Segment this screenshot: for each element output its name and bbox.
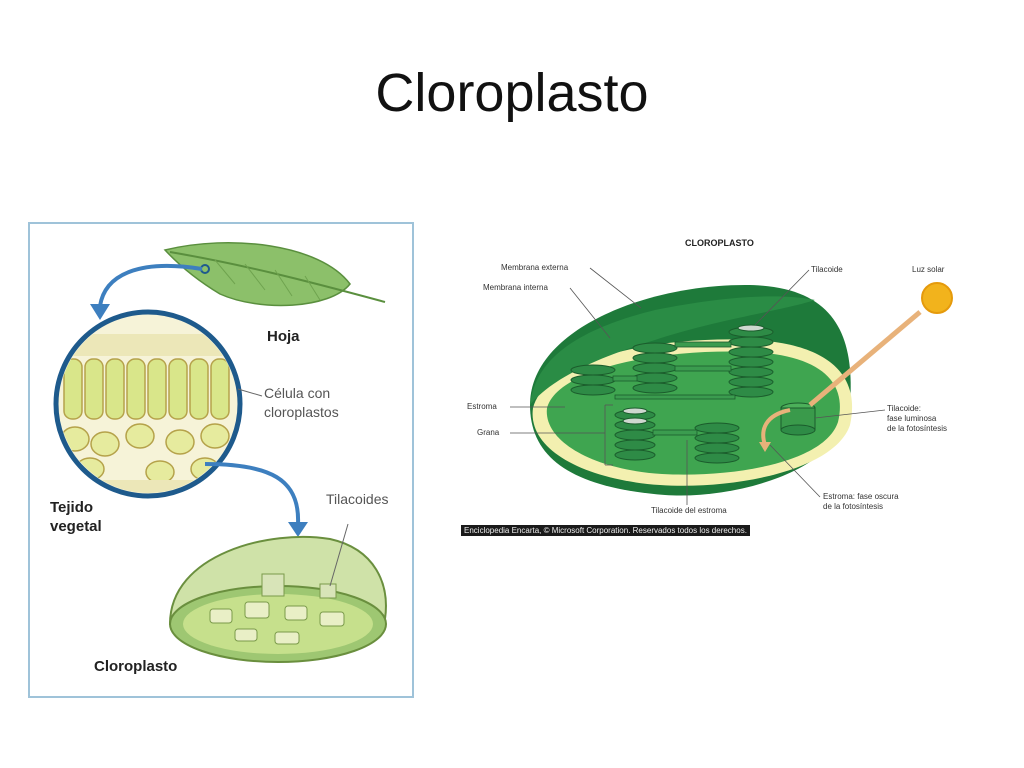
slide-title: Cloroplasto (375, 63, 649, 123)
label-leaf: Hoja (267, 328, 300, 345)
label-thylakoid-light-1: Tilacoide: (887, 404, 921, 413)
label-thylakoid-light-3: de la fotosíntesis (887, 424, 948, 433)
grana-stacks (570, 324, 816, 464)
label-inner-membrane: Membrana interna (483, 283, 548, 292)
label-cell-line1: Célula con (264, 385, 331, 401)
label-cell-line2: cloroplastos (264, 404, 339, 420)
label-thylakoids: Tilacoides (326, 491, 389, 507)
left-figure-illustration (53, 242, 387, 663)
label-tissue-line2: vegetal (50, 518, 102, 535)
right-figure-heading: CLOROPLASTO (685, 238, 754, 248)
leaf-to-tissue-arrow (98, 264, 203, 307)
chloroplast-cutaway (168, 535, 387, 663)
left-figure-panel: Hoja Célula con cloroplastos Tejido vege… (28, 222, 414, 698)
label-tissue-line1: Tejido (50, 499, 94, 516)
label-stroma-thylakoid: Tilacoide del estroma (651, 506, 727, 515)
copyright-caption: Enciclopedia Encarta, © Microsoft Corpor… (461, 525, 750, 536)
label-stroma-dark-2: de la fotosíntesis (823, 502, 884, 511)
label-thylakoid-light-2: fase luminosa (887, 414, 937, 423)
tissue-magnified-circle (53, 309, 243, 499)
label-thylakoid: Tilacoide (811, 265, 843, 274)
chloroplast-cross-section (510, 267, 953, 505)
leaf-illustration (163, 242, 386, 307)
label-chloroplast: Cloroplasto (94, 658, 178, 675)
label-outer-membrane: Membrana externa (501, 263, 569, 272)
label-stroma-dark-1: Estroma: fase oscura (823, 492, 899, 501)
light-ray (808, 310, 922, 407)
label-granum: Grana (477, 428, 500, 437)
label-sunlight: Luz solar (912, 265, 945, 274)
label-stroma: Estroma (467, 402, 497, 411)
right-figure-panel: CLOROPLASTO Membrana externa Membrana in… (455, 230, 985, 545)
sun-icon (921, 282, 953, 314)
tissue-to-chloroplast-arrow (204, 462, 301, 525)
